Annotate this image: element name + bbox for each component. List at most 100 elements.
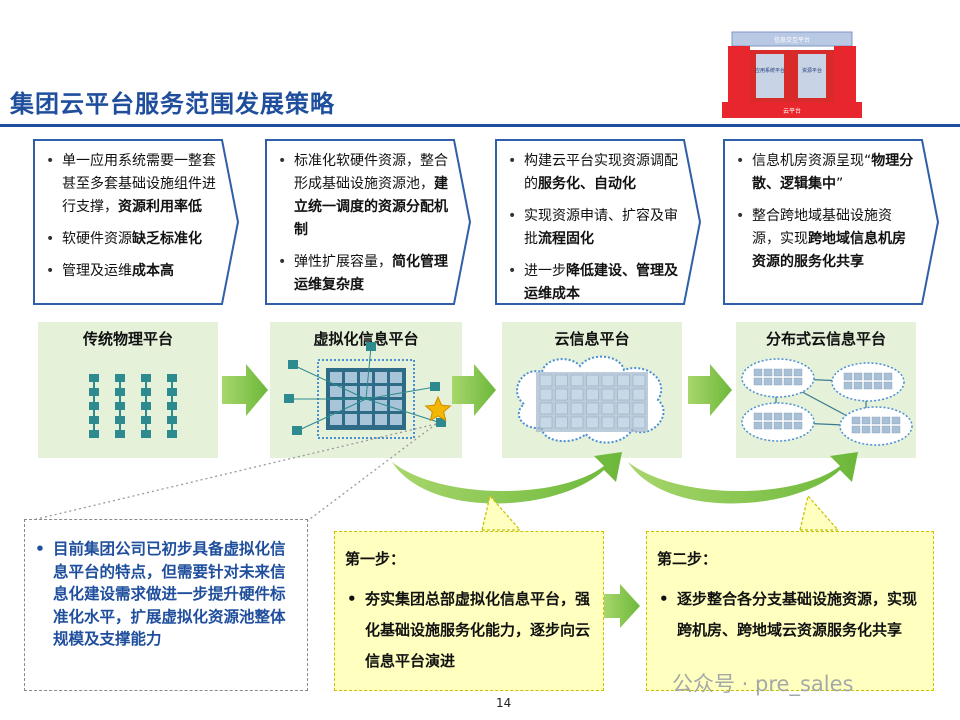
vm-cell xyxy=(617,388,630,401)
callout-text: 管理及运维 xyxy=(62,263,132,279)
vm-cell xyxy=(763,421,773,430)
callout-text: 实现资源申请、扩容及审批 xyxy=(524,208,678,247)
vm-cell xyxy=(863,381,873,390)
server-node xyxy=(115,402,125,410)
callout-text: 服务化、自动化 xyxy=(538,176,636,192)
vm-cell xyxy=(773,368,783,377)
vm-cell xyxy=(539,388,553,401)
vm-cell xyxy=(601,374,615,387)
callout-item: 软硬件资源缺乏标准化 xyxy=(46,228,218,251)
vm-cell xyxy=(851,416,861,425)
server-node xyxy=(292,426,302,435)
stage-label: 传统物理平台 xyxy=(82,330,173,348)
vm-cell xyxy=(375,414,387,425)
callout-text: 简化管理运维复杂度 xyxy=(294,254,448,293)
callout-text: 物理分散、逻辑集中 xyxy=(752,153,914,192)
server-node xyxy=(284,394,294,403)
vm-cell xyxy=(601,402,615,415)
stage-label: 云信息平台 xyxy=(554,330,630,348)
vm-cell xyxy=(853,381,863,390)
vm-cell xyxy=(783,377,793,386)
vm-cell xyxy=(586,374,599,387)
vm-cell xyxy=(863,372,873,381)
vm-cell xyxy=(555,416,568,429)
vm-cell xyxy=(555,402,568,415)
vm-cell xyxy=(753,421,763,430)
vm-cell xyxy=(883,372,893,381)
curved-arrow-icon xyxy=(392,452,622,504)
vm-cell xyxy=(375,386,387,397)
server-node xyxy=(141,430,151,438)
vm-cell xyxy=(586,388,599,401)
step-heading: 第二步： xyxy=(657,550,718,568)
vm-cell xyxy=(360,414,372,425)
vm-cell xyxy=(881,425,891,434)
vm-cell xyxy=(783,421,793,430)
callout-text: 整合跨地域基础设施资源，实现 xyxy=(752,208,892,247)
cloud-platform-logo: 信息交互平台 应用系统平台 资源平台 云平台 xyxy=(722,28,862,124)
logo-right-label: 资源平台 xyxy=(802,67,822,74)
vm-cell xyxy=(881,416,891,425)
vm-cell xyxy=(345,372,357,383)
server-node xyxy=(167,430,177,438)
vm-cell xyxy=(753,412,763,421)
vm-cell xyxy=(586,416,599,429)
logo-bottom-label: 云平台 xyxy=(783,107,801,115)
vm-cell xyxy=(360,372,372,383)
right-arrow-icon xyxy=(604,584,640,628)
vm-cell xyxy=(783,368,793,377)
server-node xyxy=(366,342,376,351)
vm-cell xyxy=(375,400,387,411)
callout-text: 成本高 xyxy=(132,263,174,279)
vm-cell xyxy=(843,381,853,390)
callout-list: 标准化软硬件资源，整合形成基础设施资源池，建立统一调度的资源分配机制弹性扩展容量… xyxy=(278,150,450,306)
callout-text: 资源利用率低 xyxy=(118,199,202,215)
vm-cell xyxy=(861,425,871,434)
server-node xyxy=(115,374,125,382)
callout-text: 流程固化 xyxy=(538,231,594,247)
vm-cell xyxy=(753,368,763,377)
server-node xyxy=(436,418,446,427)
server-node xyxy=(167,402,177,410)
vm-cell xyxy=(763,377,773,386)
cloud-pool-icon xyxy=(516,355,665,444)
server-node xyxy=(89,430,99,438)
vm-cell xyxy=(853,372,863,381)
vm-cell xyxy=(783,412,793,421)
curved-arrow-icon xyxy=(628,452,858,504)
server-node xyxy=(89,402,99,410)
server-node xyxy=(115,388,125,396)
callout-item: 单一应用系统需要一整套甚至多套基础设施组件进行支撑，资源利用率低 xyxy=(46,150,218,219)
callout-text: 降低建设、管理及运维成本 xyxy=(524,263,678,302)
watermark: 公众号 · pre_sales xyxy=(672,672,854,696)
callout-text: 构建云平台实现资源调配的 xyxy=(524,153,678,192)
vm-cell xyxy=(763,368,773,377)
server-node xyxy=(141,416,151,424)
server-node xyxy=(115,416,125,424)
star-icon xyxy=(424,395,452,422)
server-node xyxy=(89,374,99,382)
server-node xyxy=(115,430,125,438)
vm-cell xyxy=(390,372,402,383)
server-node xyxy=(167,416,177,424)
callout-text: 弹性扩展容量， xyxy=(294,254,392,270)
stage-label: 虚拟化信息平台 xyxy=(313,330,419,348)
page-number: 14 xyxy=(496,696,512,710)
vm-cell xyxy=(570,402,584,415)
callout-item: 标准化软硬件资源，整合形成基础设施资源池，建立统一调度的资源分配机制 xyxy=(278,150,450,242)
callout-text: 建立统一调度的资源分配机制 xyxy=(294,176,448,238)
vm-cell xyxy=(570,416,584,429)
callout-item: 进一步降低建设、管理及运维成本 xyxy=(508,260,680,306)
note-text: 目前集团公司已初步具备虚拟化信息平台的特点，但需要针对未来信息化建设需求做进一步… xyxy=(33,538,297,651)
page-title: 集团云平台服务范围发展策略 xyxy=(10,90,335,118)
callout-text: 单一应用系统需要一整套甚至多套基础设施组件进行支撑， xyxy=(62,153,216,215)
callout-text: 标准化软硬件资源，整合形成基础设施资源池， xyxy=(294,153,448,192)
logo-top-label: 信息交互平台 xyxy=(774,36,810,44)
vm-cell xyxy=(632,374,646,387)
vm-cell xyxy=(871,416,881,425)
callout-text: 信息机房资源呈现“ xyxy=(752,153,872,169)
callout-list: 构建云平台实现资源调配的服务化、自动化实现资源申请、扩容及审批流程固化进一步降低… xyxy=(508,150,680,315)
physical-servers-icon xyxy=(89,374,177,438)
stage-traditional: 传统物理平台 xyxy=(38,322,218,458)
stage-distributed-cloud: 分布式云信息平台 xyxy=(736,322,916,458)
